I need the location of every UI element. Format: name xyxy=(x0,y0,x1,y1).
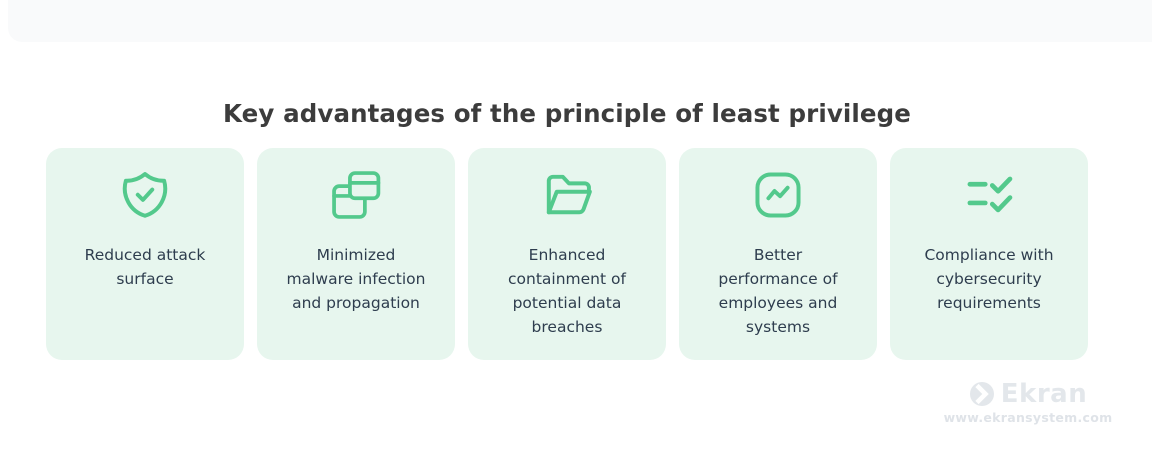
trend-chart-icon xyxy=(755,172,801,218)
ekran-logo-icon xyxy=(969,382,994,406)
top-band xyxy=(8,0,1152,42)
card-label: Better performance of employees and syst… xyxy=(718,246,838,336)
card-minimized-malware: Minimized malware infection and propagat… xyxy=(257,148,455,360)
card-label: Compliance with cybersecurity requiremen… xyxy=(924,246,1054,312)
card-compliance: Compliance with cybersecurity requiremen… xyxy=(890,148,1088,360)
card-data-breach-containment: Enhanced containment of potential data b… xyxy=(468,148,666,360)
brand-watermark: Ekran www.ekransystem.com xyxy=(944,379,1113,425)
brand-url: www.ekransystem.com xyxy=(943,410,1113,425)
shield-check-icon xyxy=(122,172,168,218)
advantages-card-row: Reduced attack surface Minimized malware… xyxy=(46,148,1088,360)
card-label: Reduced attack surface xyxy=(84,246,206,288)
brand-name: Ekran xyxy=(1000,379,1088,409)
checklist-icon xyxy=(967,176,1013,213)
card-better-performance: Better performance of employees and syst… xyxy=(679,148,877,360)
card-label: Enhanced containment of potential data b… xyxy=(508,246,626,336)
windows-overlap-icon xyxy=(332,171,381,219)
card-reduced-attack-surface: Reduced attack surface xyxy=(46,148,244,360)
open-folder-icon xyxy=(546,174,592,215)
page-title: Key advantages of the principle of least… xyxy=(223,99,911,129)
card-label: Minimized malware infection and propagat… xyxy=(286,246,426,312)
